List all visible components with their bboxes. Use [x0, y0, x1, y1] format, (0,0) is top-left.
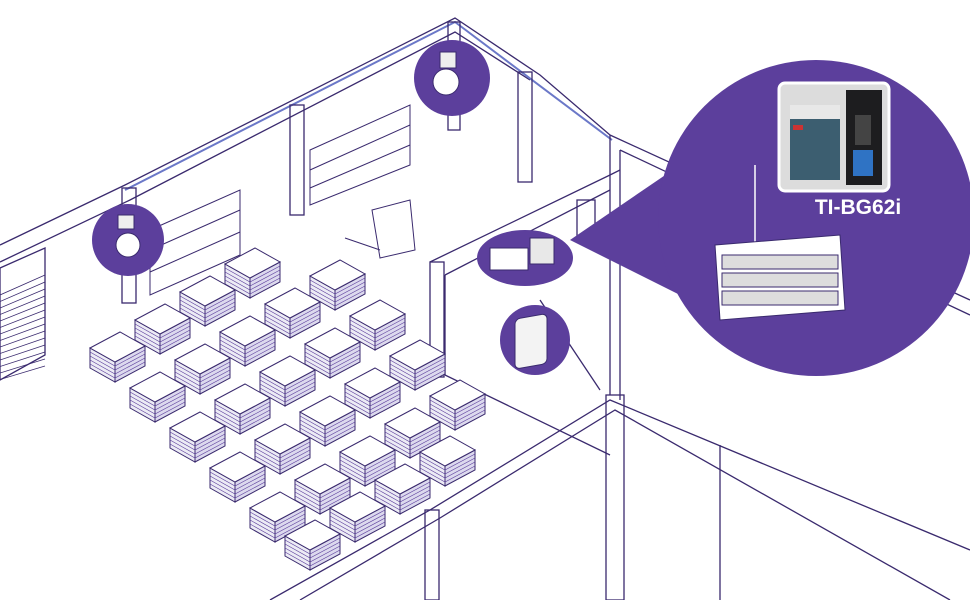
pallet: [208, 451, 267, 503]
loading-door: [0, 274, 46, 380]
pallet: [248, 491, 307, 543]
pallet: [253, 423, 312, 475]
dome-camera-icon: [115, 232, 141, 258]
dome-camera-icon: [432, 68, 460, 96]
pallet: [128, 371, 187, 423]
device-label: TI-BG62i: [814, 196, 902, 219]
pallet: [263, 287, 322, 339]
pallet: [343, 367, 402, 419]
pallet: [328, 491, 387, 543]
pallet: [223, 247, 282, 299]
pallet: [428, 379, 487, 431]
pallet: [348, 299, 407, 351]
pallet: [298, 395, 357, 447]
pallet: [293, 463, 352, 515]
pallet: [178, 275, 237, 327]
access-point-bubble: [500, 305, 570, 375]
pallet: [373, 463, 432, 515]
pallet-grid: [88, 247, 487, 571]
camera-bubble-top: [414, 40, 490, 116]
network-bubble: [477, 60, 970, 376]
access-point-icon: [514, 313, 548, 369]
pallet: [303, 327, 362, 379]
pallet: [338, 435, 397, 487]
pallet: [258, 355, 317, 407]
storage-shelves: [149, 104, 416, 296]
pallet: [173, 343, 232, 395]
pallet: [218, 315, 277, 367]
pallet: [133, 303, 192, 355]
pallet: [213, 383, 272, 435]
pallet: [88, 331, 147, 383]
pallet: [308, 259, 367, 311]
ti-bg62i-device-photo: [777, 81, 891, 193]
server-rack-icon: [714, 234, 846, 321]
camera-bubble-left: [92, 204, 164, 276]
pallet: [168, 411, 227, 463]
pallet: [383, 407, 442, 459]
pallet: [283, 519, 342, 571]
pallet: [388, 339, 447, 391]
pallet: [418, 435, 477, 487]
